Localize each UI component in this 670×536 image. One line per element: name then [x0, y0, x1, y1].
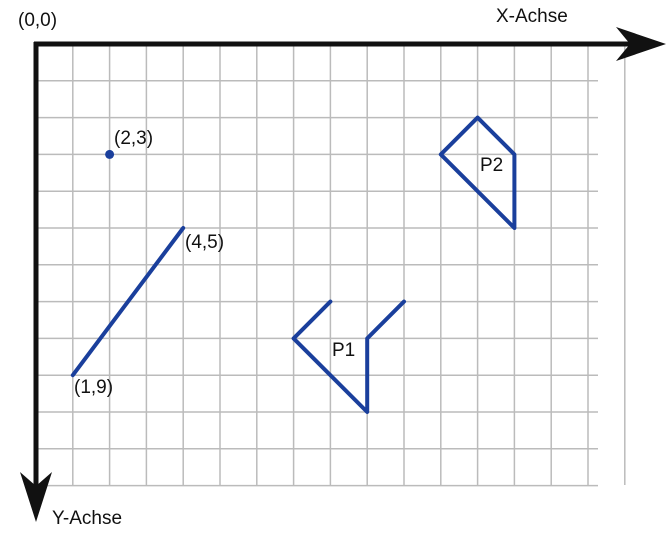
x-axis-arrow-icon	[616, 27, 666, 61]
point-label: (2,3)	[114, 128, 153, 149]
shapes	[70, 115, 517, 414]
segment-end-label: (1,9)	[74, 377, 113, 398]
polyline-p1-label: P1	[332, 340, 355, 361]
line-segment	[70, 226, 186, 378]
segment-start-label: (4,5)	[185, 232, 224, 253]
point-marker	[105, 149, 115, 159]
polyline-p1	[291, 299, 406, 414]
axes	[20, 27, 666, 522]
y-axis-arrow-icon	[20, 472, 52, 522]
grid	[36, 44, 626, 487]
labels: (0,0) X-Achse Y-Achse (2,3) (4,5) (1,9) …	[18, 6, 568, 529]
polyline-p2-label: P2	[480, 155, 503, 176]
y-axis-label: Y-Achse	[52, 508, 122, 529]
x-axis-label: X-Achse	[496, 6, 568, 27]
origin-label: (0,0)	[18, 10, 57, 31]
polyline-p2	[438, 115, 517, 230]
